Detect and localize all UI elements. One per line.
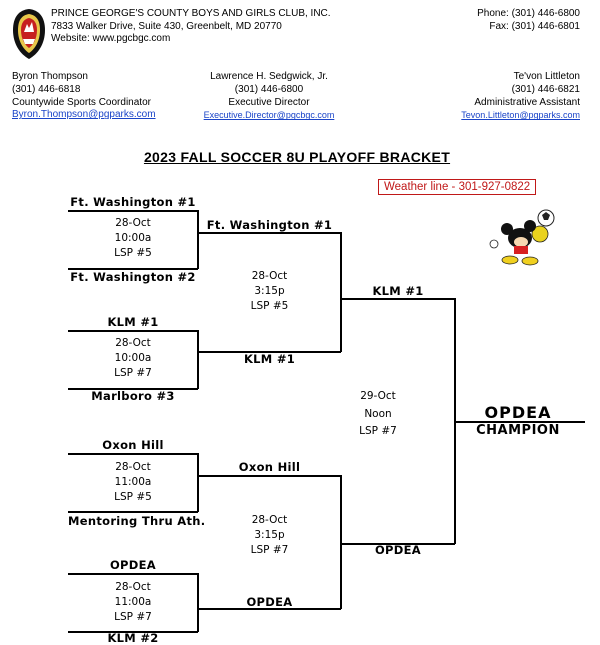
- r2-m2-bottom-team: OPDEA: [246, 595, 293, 609]
- match-field: LSP #7: [359, 425, 397, 437]
- org-website[interactable]: Website: www.pgcbgc.com: [51, 33, 171, 44]
- r1-m4-details: 28-Oct 11:00a LSP #7: [68, 580, 198, 625]
- match-time: 10:00a: [114, 352, 152, 364]
- r1-m3-top-team: Oxon Hill: [102, 438, 164, 452]
- contact-phone: (301) 446-6821: [511, 83, 580, 95]
- r2-m1-top-team: Ft. Washington #1: [206, 218, 333, 232]
- match-time: 3:15p: [254, 529, 285, 541]
- champion-team: OPDEA: [484, 403, 552, 422]
- contact-right: Te'von Littleton (301) 446-6821 Administ…: [461, 71, 580, 122]
- match-field: LSP #5: [114, 491, 152, 503]
- org-address: 7833 Walker Drive, Suite 430, Greenbelt,…: [51, 20, 282, 32]
- page-title: 2023 FALL SOCCER 8U PLAYOFF BRACKET: [143, 149, 451, 165]
- r1-m1-bottom-team: Ft. Washington #2: [70, 270, 196, 284]
- match-time: Noon: [364, 407, 392, 420]
- final-bottom-team: OPDEA: [374, 543, 421, 557]
- match-date: 28-Oct: [115, 217, 151, 229]
- contact-phone: (301) 446-6818: [12, 83, 81, 95]
- r1-m4-bottom-team: KLM #2: [107, 631, 159, 645]
- champion-label: CHAMPION: [476, 423, 560, 438]
- final-details: 29-Oct Noon LSP #7: [341, 388, 415, 441]
- match-date: 28-Oct: [115, 581, 151, 593]
- r2-m1-bottom-team: KLM #1: [243, 352, 296, 366]
- contact-left: Byron Thompson (301) 446-6818 Countywide…: [12, 71, 156, 122]
- match-field: LSP #5: [114, 247, 152, 259]
- r1-m2-top-team: KLM #1: [107, 315, 159, 329]
- mascot-soccer-clipart: [482, 206, 560, 268]
- match-time: 11:00a: [114, 596, 152, 608]
- org-name: PRINCE GEORGE'S COUNTY BOYS AND GIRLS CL…: [51, 8, 331, 19]
- contact-name: Te'von Littleton: [513, 71, 580, 82]
- r2-m2-details: 28-Oct 3:15p LSP #7: [198, 513, 341, 558]
- r1-m1-details: 28-Oct 10:00a LSP #5: [68, 216, 198, 261]
- match-time: 3:15p: [254, 285, 285, 297]
- match-time: 11:00a: [114, 476, 152, 488]
- contact-phone: (301) 446-6800: [234, 83, 304, 95]
- org-fax: Fax: (301) 446-6801: [489, 20, 580, 32]
- match-date: 29-Oct: [360, 390, 396, 402]
- r1-m2-details: 28-Oct 10:00a LSP #7: [68, 336, 198, 381]
- match-date: 28-Oct: [251, 270, 288, 282]
- contact-name: Lawrence H. Sedgwick, Jr.: [210, 71, 328, 82]
- contact-title: Executive Director: [228, 96, 310, 108]
- contact-title: Countywide Sports Coordinator: [12, 96, 151, 108]
- match-date: 28-Oct: [115, 461, 151, 473]
- r1-m3-bottom-team: Mentoring Thru Ath.: [68, 514, 206, 528]
- contact-center: Lawrence H. Sedgwick, Jr. (301) 446-6800…: [169, 71, 369, 122]
- match-field: LSP #5: [250, 300, 289, 312]
- match-field: LSP #7: [114, 611, 152, 623]
- r2-m1-details: 28-Oct 3:15p LSP #5: [198, 269, 341, 314]
- club-logo: [12, 8, 46, 60]
- match-date: 28-Oct: [115, 337, 151, 349]
- r1-m1-top-team: Ft. Washington #1: [70, 195, 196, 209]
- org-phone: Phone: (301) 446-6800: [477, 8, 580, 19]
- match-field: LSP #7: [250, 544, 289, 556]
- weather-line-box: Weather line - 301-927-0822: [378, 179, 537, 195]
- contact-email-link[interactable]: Executive.Director@pgcbgc.com: [203, 110, 335, 121]
- match-field: LSP #7: [114, 367, 152, 379]
- contact-name: Byron Thompson: [12, 71, 88, 82]
- match-time: 10:00a: [114, 232, 152, 244]
- match-date: 28-Oct: [251, 514, 288, 526]
- r2-m2-top-team: Oxon Hill: [238, 460, 301, 474]
- contact-email-link[interactable]: Tevon.Littleton@pgparks.com: [461, 110, 580, 121]
- r1-m4-top-team: OPDEA: [109, 558, 156, 572]
- r1-m3-details: 28-Oct 11:00a LSP #5: [68, 460, 198, 505]
- contact-title: Administrative Assistant: [474, 96, 580, 108]
- contact-email-link[interactable]: Byron.Thompson@pgparks.com: [12, 109, 156, 121]
- r1-m2-bottom-team: Marlboro #3: [91, 389, 175, 403]
- final-top-team: KLM #1: [372, 284, 424, 298]
